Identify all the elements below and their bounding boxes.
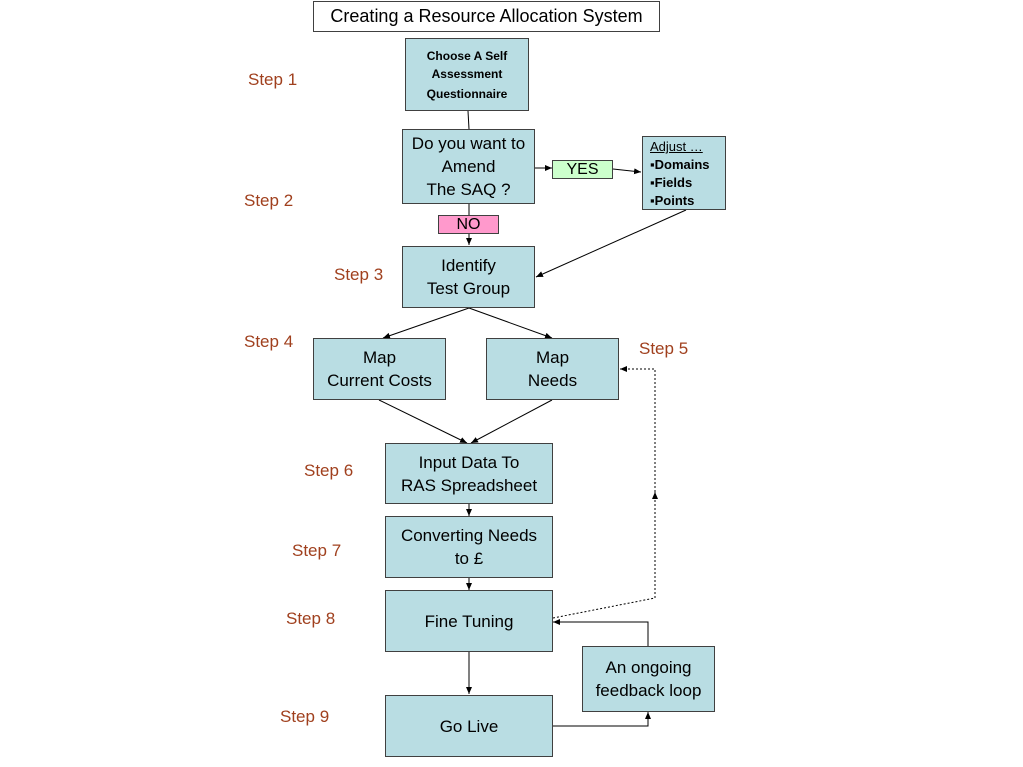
adjust-item-points: ▪Points [650,193,695,208]
input-line-2: RAS Spreadsheet [400,475,538,495]
amend-line-3: The SAQ ? [426,180,511,199]
adjust-header: Adjust … [650,139,703,154]
identify-line-1: Identify [441,256,496,275]
step-5-label: Step 5 [639,339,689,358]
map-needs-line-2: Needs [527,371,578,390]
choose-line-1: Choose A Self [426,48,508,63]
identify-line-2: Test Group [426,279,511,298]
input-line-1: Input Data To [418,452,520,472]
arrow-adjust-to-identify [535,209,687,278]
adjust-item-fields: ▪Fields [650,175,693,190]
step-7-label: Step 7 [292,541,342,560]
choose-line-3: Questionnaire [426,86,508,101]
connector-choose-to-amend [467,110,470,130]
arrow-feedback-to-fine-tuning [553,619,649,646]
no-tag: NO [438,215,499,234]
arrow-yes-to-adjust [612,168,642,175]
map-costs-line-1: Map [362,348,397,367]
step-4-label: Step 4 [244,332,294,351]
identify-test-group-box: Identify Test Group [402,246,535,308]
map-costs-line-2: Current Costs [327,371,432,390]
dotted-arrow-fine-tuning-up [552,597,656,619]
step-2-label: Step 2 [244,191,294,210]
arrow-go-live-to-feedback [552,712,651,727]
converting-line-1: Converting Needs [400,526,538,545]
go-live-box: Go Live [385,695,553,757]
fine-tuning-box: Fine Tuning [385,590,553,652]
step-3-label: Step 3 [334,265,384,284]
choose-line-2: Assessment [431,66,503,81]
amend-saq-box: Do you want to Amend The SAQ ? [402,129,535,204]
map-needs-box: Map Needs [486,338,619,400]
arrow-map-needs-to-input [470,399,553,444]
step-8-label: Step 8 [286,609,336,628]
step-6-label: Step 6 [304,461,354,480]
step-1-label: Step 1 [248,70,298,89]
fine-tuning-label: Fine Tuning [424,611,514,631]
dotted-arrow-to-map-needs [620,366,656,492]
amend-line-2: Amend [441,157,496,176]
amend-line-1: Do you want to [411,134,526,153]
arrow-identify-to-map-costs [382,307,470,339]
converting-line-2: to £ [454,549,484,568]
diagram-title: Creating a Resource Allocation System [313,1,660,32]
input-data-box: Input Data To RAS Spreadsheet [385,443,553,504]
choose-saq-box: Choose A Self Assessment Questionnaire [405,38,529,111]
converting-needs-box: Converting Needs to £ [385,516,553,578]
arrow-map-costs-to-input [378,399,468,444]
adjust-box: Adjust … ▪Domains ▪Fields ▪Points [642,136,726,210]
feedback-loop-box: An ongoing feedback loop [582,646,715,712]
map-current-costs-box: Map Current Costs [313,338,446,400]
yes-tag: YES [552,160,613,179]
go-live-label: Go Live [439,716,499,736]
map-needs-line-1: Map [535,348,570,367]
adjust-item-domains: ▪Domains [650,157,710,172]
step-9-label: Step 9 [280,707,330,726]
arrow-identify-to-map-needs [468,307,553,339]
feedback-line-2: feedback loop [595,681,702,700]
feedback-line-1: An ongoing [605,658,692,677]
